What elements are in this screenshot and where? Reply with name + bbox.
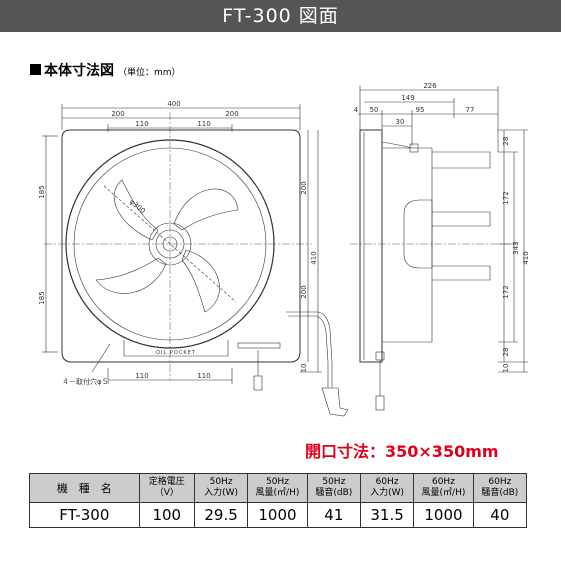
dim-343: 343 bbox=[512, 241, 520, 254]
spec-header-cell: 60Hz 入力(W) bbox=[359, 473, 415, 503]
dim-bottom-small: 10 bbox=[300, 364, 308, 373]
dim-172-top: 172 bbox=[502, 191, 510, 204]
dim-overall-depth: 226 bbox=[423, 82, 437, 90]
dim-half-left: 200 bbox=[111, 110, 124, 118]
dim-28-top: 28 bbox=[502, 137, 510, 146]
dim-inner-right: 110 bbox=[197, 120, 210, 128]
spec-data-cell: 1000 bbox=[413, 502, 474, 528]
dim-left-bottom: 185 bbox=[38, 291, 46, 304]
dim-half-right: 200 bbox=[225, 110, 238, 118]
dim-28-bottom: 28 bbox=[502, 348, 510, 357]
spec-header-cell: 機 種 名 bbox=[29, 473, 140, 503]
opening-size: 開口寸法：350×350mm bbox=[305, 442, 499, 461]
dim-10: 10 bbox=[502, 364, 510, 373]
spec-data-cell: FT-300 bbox=[29, 502, 140, 528]
spec-data-cell: 29.5 bbox=[193, 502, 249, 528]
dim-172-bottom: 172 bbox=[502, 285, 510, 298]
oil-pocket-label: OIL POCKET bbox=[156, 350, 196, 356]
spec-data-cell: 1000 bbox=[247, 502, 308, 528]
spec-table: 機 種 名定格電圧 （V）50Hz 入力(W)50Hz 風量(㎥/H)50Hz … bbox=[29, 473, 528, 528]
dim-410: 410 bbox=[522, 251, 530, 264]
technical-drawing: 400 200 200 110 110 110 110 185 185 200 … bbox=[38, 82, 530, 417]
spec-header-cell: 50Hz 風量(㎥/H) bbox=[247, 473, 308, 503]
spec-data-cell: 100 bbox=[138, 502, 195, 528]
section-heading: 本体寸法図 （単位：mm） bbox=[30, 60, 181, 80]
dim-overall-width: 400 bbox=[167, 100, 180, 108]
unit-note: （単位：mm） bbox=[118, 68, 181, 78]
spec-header-row: 機 種 名定格電圧 （V）50Hz 入力(W)50Hz 風量(㎥/H)50Hz … bbox=[29, 473, 528, 503]
dim-inner-left: 110 bbox=[135, 120, 148, 128]
dim-right-bottom: 200 bbox=[300, 285, 308, 298]
page-title: FT-300 図面 bbox=[0, 0, 561, 32]
dim-149: 149 bbox=[401, 94, 414, 102]
dim-4: 4 bbox=[354, 106, 359, 114]
spec-header-cell: 50Hz 入力(W) bbox=[193, 473, 249, 503]
dim-right-top: 200 bbox=[300, 181, 308, 194]
spec-data-cell: 41 bbox=[306, 502, 361, 528]
square-bullet-icon bbox=[30, 64, 41, 75]
dim-right-total: 410 bbox=[310, 251, 318, 264]
dim-left-top: 185 bbox=[38, 185, 46, 198]
dim-30: 30 bbox=[396, 118, 405, 126]
spec-header-cell: 60Hz 風量(㎥/H) bbox=[413, 473, 474, 503]
dim-bottom-right: 110 bbox=[197, 372, 210, 380]
dim-bottom-left: 110 bbox=[135, 372, 148, 380]
spec-data-cell: 31.5 bbox=[359, 502, 415, 528]
dim-77: 77 bbox=[466, 106, 475, 114]
mount-hole-note: ４－取付穴φ５ bbox=[62, 377, 109, 386]
dim-95: 95 bbox=[416, 106, 425, 114]
section-label: 本体寸法図 bbox=[44, 63, 114, 79]
spec-header-cell: 定格電圧 （V） bbox=[138, 473, 195, 503]
spec-data-cell: 40 bbox=[472, 502, 528, 528]
spec-header-cell: 60Hz 騒音(dB) bbox=[472, 473, 528, 503]
spec-header-cell: 50Hz 騒音(dB) bbox=[306, 473, 361, 503]
dim-50: 50 bbox=[370, 106, 379, 114]
